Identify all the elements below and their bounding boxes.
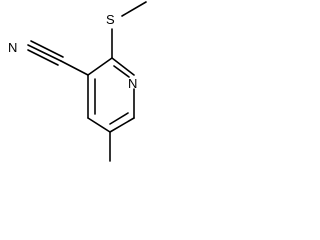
triple-bond-nitrile-3	[30, 40, 64, 58]
bond-s-methyl	[121, 1, 147, 17]
structure-canvas: N S N	[0, 0, 155, 191]
bond-c3-nitrile-carbon	[60, 60, 89, 76]
molecule-structure: N S N	[8, 1, 147, 162]
atom-label-s: S	[106, 12, 115, 27]
triple-bond-nitrile-1	[27, 44, 62, 62]
atom-label-nitrile-n: N	[8, 40, 17, 55]
double-bond-c5-c6-inner	[109, 112, 129, 125]
bond-c5-c4	[87, 117, 111, 133]
bond-c2-n1	[111, 57, 135, 76]
bond-c6-c5	[109, 117, 135, 133]
double-bond-c2-n1-inner	[113, 65, 130, 78]
triple-bond-nitrile-2	[27, 49, 59, 66]
atom-label-ring-n: N	[128, 76, 137, 91]
bond-c3-c2	[87, 57, 113, 76]
